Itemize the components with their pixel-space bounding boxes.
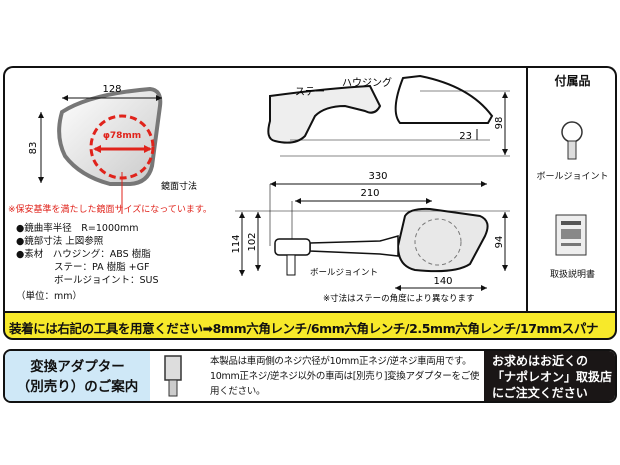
side-view-housing xyxy=(394,74,494,124)
mirror-outline xyxy=(57,86,163,186)
housing-label: ハウジング xyxy=(342,76,392,89)
mirror-face-label: 鏡面寸法 xyxy=(161,180,197,192)
mirror-dimension-drawing: ハウジング ステー 98 23 330 210 114 102 94 140 ボ… xyxy=(231,74,510,304)
diameter-dim: φ78mm xyxy=(103,131,141,141)
height-dim: 83 xyxy=(28,142,39,155)
spec-list: ●鏡曲率半径 R=1000mm ●鏡部寸法 上図参照 ●素材 ハウジング：ABS… xyxy=(16,222,159,303)
adapter-icon xyxy=(164,355,182,397)
panel-divider xyxy=(526,66,528,311)
dim-94: 94 xyxy=(494,236,505,249)
adapter-description-area: 本製品は車両側のネジ穴径が10mm正ネジ/逆ネジ車両用です。10mm正ネジ/逆ネ… xyxy=(150,351,484,401)
dim-140: 140 xyxy=(433,276,452,287)
spec-material-stay: ステー：PA 樹脂 +GF xyxy=(54,262,150,273)
manual-icon xyxy=(555,214,587,256)
shop-notice: お求めはお近くの 「ナポレオン」取扱店 にご注文ください xyxy=(484,351,615,401)
accessory-manual: 取扱説明書 xyxy=(549,270,595,280)
dim-114: 114 xyxy=(231,234,242,253)
dim-330: 330 xyxy=(368,171,387,182)
side-view-stay xyxy=(267,84,382,144)
ball-joint-label: ボールジョイント xyxy=(310,268,378,278)
adapter-description: 本製品は車両側のネジ穴径が10mm正ネジ/逆ネジ車両用です。10mm正ネジ/逆ネ… xyxy=(210,356,480,397)
spec-curvature: ●鏡曲率半径 R=1000mm xyxy=(16,223,139,234)
dim-102: 102 xyxy=(247,232,258,251)
spec-material-ball: ボールジョイント：SUS xyxy=(54,275,159,286)
adapter-title: 変換アダプター （別売り）のご案内 xyxy=(5,351,150,401)
spec-panel xyxy=(3,66,617,311)
stay-label: ステー xyxy=(295,87,325,98)
dim-23: 23 xyxy=(459,131,472,142)
spec-material-housing: ●素材 ハウジング：ABS 樹脂 xyxy=(16,249,151,260)
accessory-ball-joint: ボールジョイント xyxy=(536,172,609,182)
accessories-title: 付属品 xyxy=(554,74,591,88)
ball-joint-icon xyxy=(561,121,583,160)
width-dim: 128 xyxy=(102,84,121,95)
top-view-stay xyxy=(309,235,399,257)
dim-98: 98 xyxy=(494,117,505,130)
shop-line2: 「ナポレオン」取扱店 xyxy=(492,370,613,384)
unit-note: （単位：mm） xyxy=(16,291,83,302)
mirror-face-drawing: 128 83 φ78mm 鏡面寸法 ※保安基準を満たした鏡面サイズになっています… xyxy=(8,84,212,215)
shop-line3: にご注文ください xyxy=(492,386,588,400)
adapter-info: 変換アダプター （別売り）のご案内 本製品は車両側のネジ穴径が10mm正ネジ/逆… xyxy=(3,349,617,403)
spec-dimensions: ●鏡部寸法 上図参照 xyxy=(16,236,104,247)
top-view-mount xyxy=(274,238,311,256)
adapter-title-line1: 変換アダプター xyxy=(30,359,125,375)
required-tools-bar: 装着には右記の工具を用意ください➡8mm六角レンチ/6mm六角レンチ/2.5mm… xyxy=(3,311,617,340)
safety-note: ※保安基準を満たした鏡面サイズになっています。 xyxy=(8,203,212,215)
adapter-title-line2: （別売り）のご案内 xyxy=(16,379,139,395)
angle-note: ※寸法はステーの角度により異なります xyxy=(323,293,474,304)
shop-line1: お求めはお近くの xyxy=(492,354,589,368)
top-view-mirror xyxy=(396,207,489,273)
dim-210: 210 xyxy=(360,188,379,199)
